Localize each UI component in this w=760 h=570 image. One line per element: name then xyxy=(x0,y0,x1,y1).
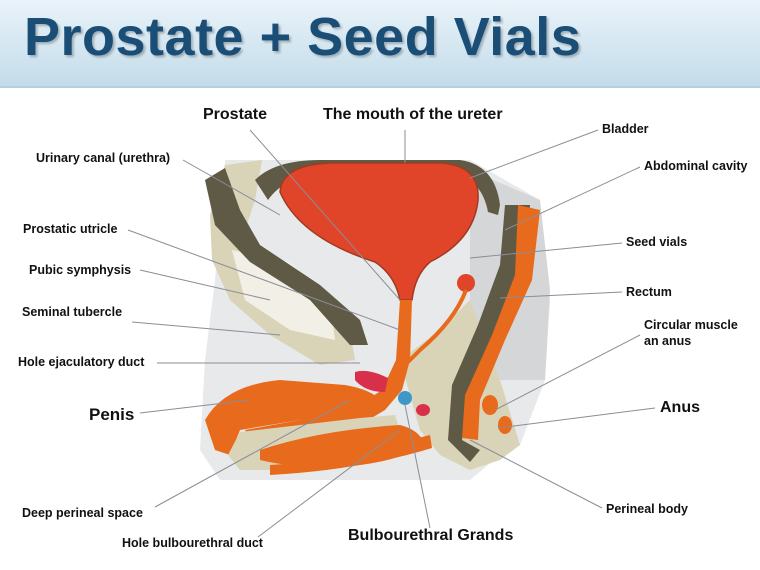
ejaculatory-duct-hole xyxy=(355,370,388,392)
label-rectum: Rectum xyxy=(626,285,672,299)
seed-vial xyxy=(457,274,475,292)
leader-line-rectum xyxy=(499,291,623,299)
pubic-symphysis-shape xyxy=(232,250,335,340)
leader-line-anus xyxy=(497,407,656,429)
leader-line-penis xyxy=(139,399,251,414)
label-bladder: Bladder xyxy=(602,122,649,136)
bulbourethral-gland xyxy=(398,391,412,405)
label-ureter-mouth: The mouth of the ureter xyxy=(323,106,503,123)
penis-shape xyxy=(205,380,385,455)
label-circular-muscle-2: an anus xyxy=(644,334,692,348)
label-perineal-body: Perineal body xyxy=(606,502,688,516)
label-urethra: Urinary canal (urethra) xyxy=(36,151,171,165)
leader-line-bladder xyxy=(469,129,599,179)
leader-line-perineal-body xyxy=(469,439,603,509)
label-abdominal-cavity: Abdominal cavity xyxy=(644,159,748,173)
leader-line-circular-muscle xyxy=(494,334,641,411)
label-bulbourethral-glands: Bulbourethral Grands xyxy=(348,527,514,544)
leader-line-bulbourethral-glands xyxy=(404,404,431,529)
label-penis: Penis xyxy=(89,405,135,424)
title-banner: Prostate + Seed Vials xyxy=(0,0,760,88)
label-prostatic-utricle: Prostatic utricle xyxy=(23,222,118,236)
label-anus: Anus xyxy=(660,399,700,416)
leader-line-prostate xyxy=(249,129,401,301)
label-seed-vials: Seed vials xyxy=(626,235,688,249)
label-circular-muscle-1: Circular muscle xyxy=(644,318,738,332)
label-ejaculatory-duct: Hole ejaculatory duct xyxy=(18,355,145,369)
bulbourethral-gland-right xyxy=(416,404,430,416)
label-seminal-tubercle: Seminal tubercle xyxy=(22,305,123,319)
leader-line-seminal-tubercle xyxy=(131,321,281,336)
label-prostate: Prostate xyxy=(203,106,268,123)
bladder-wall-left xyxy=(205,168,368,345)
anus-sphincter-right xyxy=(498,416,512,434)
label-bulbourethral-duct: Hole bulbourethral duct xyxy=(122,536,263,550)
label-deep-perineal-space: Deep perineal space xyxy=(22,506,143,520)
perineal-orange-band xyxy=(270,435,432,475)
leader-line-bulbourethral-duct xyxy=(257,429,401,538)
leader-line-urethra xyxy=(182,159,281,216)
ejaculatory-duct-path xyxy=(403,289,468,367)
leader-line-seed-vials xyxy=(469,242,623,259)
leader-line-pubic-symphysis xyxy=(139,269,271,301)
leader-line-prostatic-utricle xyxy=(127,229,401,331)
page-title: Prostate + Seed Vials xyxy=(24,7,582,67)
bladder xyxy=(279,162,479,301)
leader-line-abdominal-cavity xyxy=(504,166,641,231)
leader-line-deep-perineal-space xyxy=(154,399,351,508)
label-pubic-symphysis: Pubic symphysis xyxy=(29,263,132,277)
anus-sphincter-left xyxy=(482,395,498,415)
rectum-orange xyxy=(462,205,540,440)
